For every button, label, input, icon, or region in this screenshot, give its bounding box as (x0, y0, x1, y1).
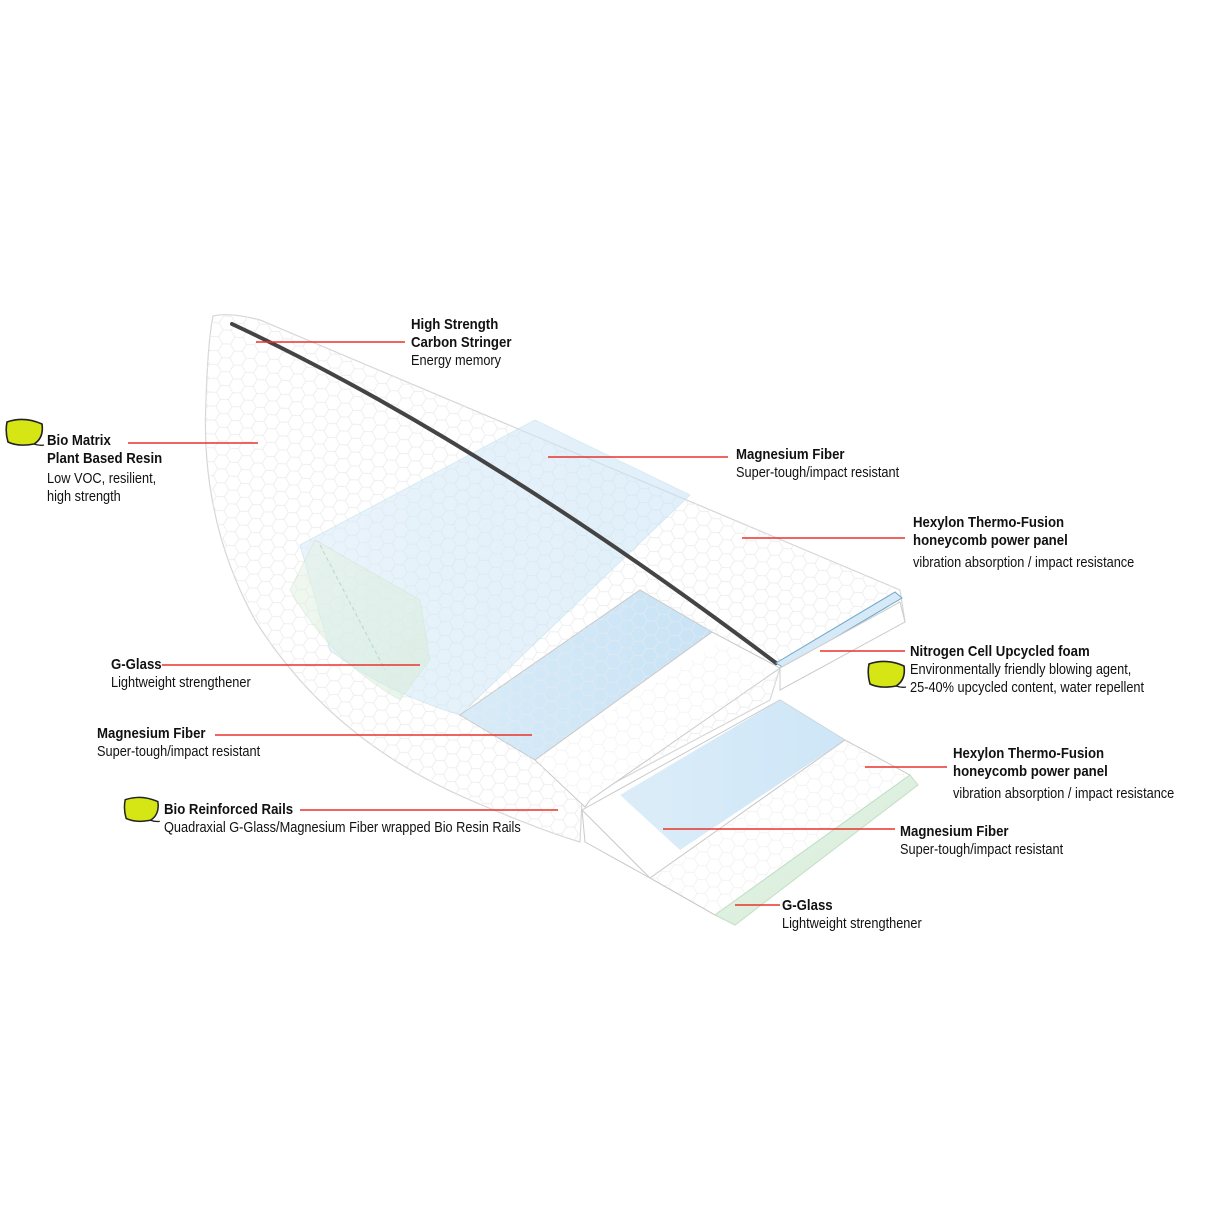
callout-hexylon-top: Hexylon Thermo-Fusion honeycomb power pa… (913, 514, 1164, 572)
callout-title: Magnesium Fiber (97, 725, 206, 742)
leaf-icon (5, 418, 45, 447)
callout-title: Hexylon Thermo-Fusion (913, 514, 1065, 531)
callout-hexylon-bottom: Hexylon Thermo-Fusion honeycomb power pa… (953, 745, 1204, 803)
callout-description: vibration absorption / impact resistance (953, 786, 1175, 802)
callout-g-glass-bottom: G-Glass Lightweight strengthener (782, 897, 941, 933)
callout-bio-rails: Bio Reinforced Rails Quadraxial G-Glass/… (164, 801, 569, 837)
callout-description: vibration absorption / impact resistance (913, 555, 1135, 571)
callout-title: High Strength (411, 316, 499, 333)
callout-description: 25-40% upcycled content, water repellent (910, 680, 1145, 696)
callout-bio-matrix-desc: Low VOC, resilient, high strength (47, 470, 171, 506)
g-glass-panel-left (289, 539, 431, 701)
callout-title: G-Glass (111, 656, 162, 673)
callout-magnesium-fiber-bottom: Magnesium Fiber Super-tough/impact resis… (900, 823, 1085, 859)
leaf-icon (867, 660, 907, 689)
callout-description: Quadraxial G-Glass/Magnesium Fiber wrapp… (164, 820, 521, 836)
callout-description: Low VOC, resilient, (47, 471, 157, 487)
callout-description: Lightweight strengthener (782, 916, 922, 932)
callout-magnesium-fiber-left: Magnesium Fiber Super-tough/impact resis… (97, 725, 282, 761)
callout-title: Magnesium Fiber (900, 823, 1009, 840)
callout-title: Bio Matrix (47, 432, 111, 449)
callout-title: G-Glass (782, 897, 833, 914)
callout-g-glass-left: G-Glass Lightweight strengthener (111, 656, 270, 692)
callout-carbon-stringer: High Strength Carbon Stringer Energy mem… (411, 316, 525, 370)
callout-title: Nitrogen Cell Upcycled foam (910, 643, 1090, 660)
callout-title: honeycomb power panel (953, 763, 1108, 780)
callout-description: Energy memory (411, 353, 502, 369)
callout-title: Hexylon Thermo-Fusion (953, 745, 1105, 762)
callout-title: Bio Reinforced Rails (164, 801, 294, 818)
callout-title: Magnesium Fiber (736, 446, 845, 463)
callout-description: Super-tough/impact resistant (900, 842, 1064, 858)
callout-description: Lightweight strengthener (111, 675, 251, 691)
callout-description: Super-tough/impact resistant (97, 744, 261, 760)
carbon-stringer (230, 322, 778, 665)
callout-title: honeycomb power panel (913, 532, 1068, 549)
callout-description: Super-tough/impact resistant (736, 465, 900, 481)
callout-description: Environmentally friendly blowing agent, (910, 662, 1132, 678)
callout-title: Plant Based Resin (47, 450, 163, 467)
callout-description: high strength (47, 489, 121, 505)
callout-nitrogen-foam: Nitrogen Cell Upcycled foam Environmenta… (910, 643, 1176, 697)
callout-bio-matrix: Bio Matrix Plant Based Resin (47, 432, 178, 468)
callout-title: Carbon Stringer (411, 334, 512, 351)
callout-magnesium-fiber-top: Magnesium Fiber Super-tough/impact resis… (736, 446, 921, 482)
layer-stack (459, 589, 919, 926)
leaf-icon (123, 796, 160, 823)
leader-lines (128, 341, 947, 906)
